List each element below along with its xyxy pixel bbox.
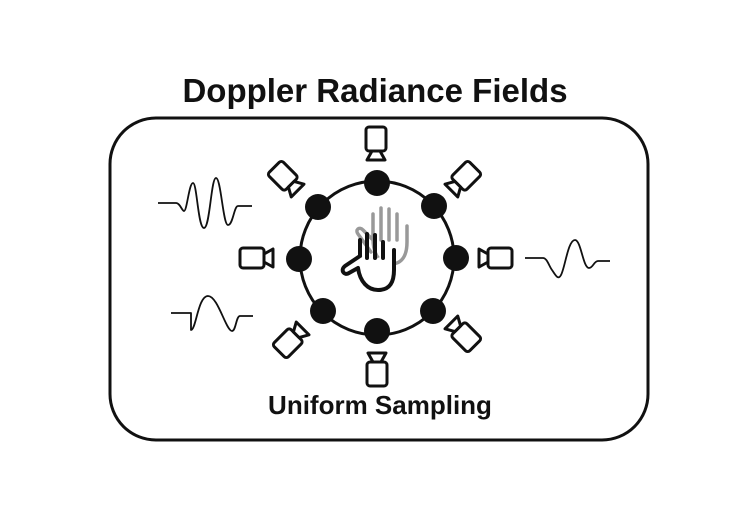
container-frame	[108, 116, 650, 442]
diagram-subtitle: Uniform Sampling	[268, 390, 492, 420]
waveform-icon	[158, 177, 252, 229]
sample-dots	[286, 170, 469, 344]
hand-ghost-icon	[355, 206, 409, 266]
sample-dot	[364, 318, 390, 344]
waveform-icon	[171, 295, 253, 332]
camera-icon	[364, 125, 388, 162]
sample-dot	[421, 193, 447, 219]
camera-icon	[265, 158, 307, 200]
camera-icon	[442, 158, 484, 200]
camera-icon	[238, 246, 275, 270]
camera-icon	[477, 246, 514, 270]
sample-dot	[364, 170, 390, 196]
camera-icon	[442, 313, 484, 355]
diagram-title: Doppler Radiance Fields	[182, 72, 568, 109]
camera-icon	[270, 319, 312, 361]
sample-dot	[420, 298, 446, 324]
camera-icon	[365, 351, 389, 388]
sample-dot	[310, 298, 336, 324]
sample-dot	[286, 246, 312, 272]
sample-dot	[443, 245, 469, 271]
waveform-icon	[525, 239, 610, 279]
sample-dot	[305, 194, 331, 220]
waveforms	[158, 177, 610, 332]
hand-icon	[340, 232, 396, 292]
